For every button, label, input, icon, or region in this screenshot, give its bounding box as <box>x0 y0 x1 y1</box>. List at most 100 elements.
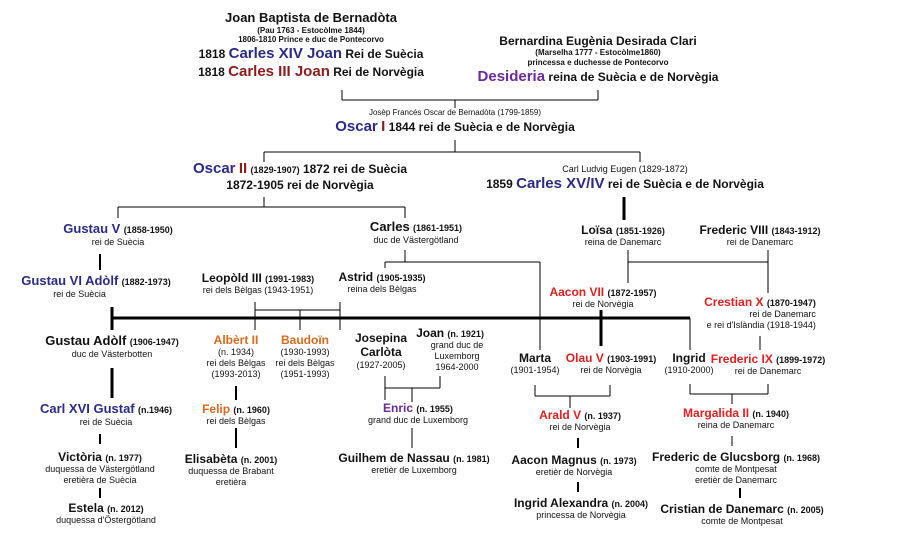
person-estela: Estela (n. 2012) duquessa d'Östergötland <box>56 501 156 526</box>
person-dates: (1843-1912) <box>771 226 821 236</box>
person-oscar-i: Josèp Francés Oscar de Bernadòta (1799-1… <box>335 108 575 136</box>
person-name: Ingrid <box>672 351 706 365</box>
regnal-name: Baudoïn <box>280 333 329 347</box>
regnal-name: Crestian X <box>704 295 764 309</box>
person-dates: (n. 1981) <box>453 454 490 464</box>
person-name: Carlòta <box>360 345 402 360</box>
person-aacon-magnus: Aacon Magnus (n. 1973) eretièr de Norvèg… <box>511 453 636 478</box>
person-name: Bernardina Eugènia Desirada Clari <box>499 34 697 48</box>
person-dates: (Marselha 1777 - Estocòlme1860) <box>535 48 661 58</box>
person-name: Aacon Magnus <box>511 453 597 467</box>
person-josepina-carlota: Josepina Carlòta (1927-2005) <box>355 331 407 371</box>
reign-title: rei dels Bèlgas (1943-1951) <box>202 285 314 296</box>
person-albert-ii: Albèrt II (n. 1934) rei dels Bèlgas (199… <box>206 333 265 380</box>
person-title: eretièr de Danemarc <box>694 475 778 486</box>
person-marta: Marta (1901-1954) <box>510 351 559 376</box>
person-dates: (n. 1977) <box>105 453 142 463</box>
person-name: Josepina <box>354 331 408 345</box>
person-loisa: Loïsa (1851-1926) reina de Danemarc <box>581 223 665 248</box>
person-felip: Felip (n. 1960) rei dels Bèlgas <box>202 402 270 427</box>
person-name: Victòria <box>58 450 102 464</box>
regnal-name: Desideria <box>477 67 546 85</box>
person-arald-v: Arald V (n. 1937) rei de Norvègia <box>539 408 621 433</box>
regnal-name: Oscar <box>192 160 236 177</box>
person-name: Guilhem de Nassau <box>338 451 450 465</box>
person-elisabeta: Elisabèta (n. 2001) duquessa de Brabant … <box>185 452 278 488</box>
person-name: Carles <box>369 219 410 234</box>
person-title: eretièra de Suècia <box>63 475 137 486</box>
year: 1818 <box>198 46 226 61</box>
person-dates: (1829-1907) <box>250 165 300 175</box>
person-dates: (1991-1983) <box>265 274 315 284</box>
reign-title: rei de Suècia <box>91 236 145 247</box>
reign-years: (1951-1993) <box>280 368 330 379</box>
reign-title: Luxemborg <box>434 351 480 362</box>
regnal-name: Frederic IX <box>710 352 773 366</box>
person-dates: (1910-2000) <box>664 365 714 376</box>
person-joan-baptista: Joan Baptista de Bernadòta (Pau 1763 - E… <box>198 10 424 81</box>
person-name: Frederic VIII <box>699 223 769 237</box>
person-carles: Carles (1861-1951) duc de Västergötland <box>370 219 462 245</box>
person-title: eretièr de Norvègia <box>535 467 613 478</box>
reign-title: rei dels Bèlgas <box>206 416 266 427</box>
person-name: Frederic de Glucsborg <box>652 450 781 464</box>
person-dates: (1870-1947) <box>766 298 816 308</box>
person-title: comte de Montpesat <box>701 516 783 527</box>
person-title: duc de Västerbotten <box>71 348 153 359</box>
reign-title: rei dels Bèlgas <box>206 358 266 369</box>
person-name: Gustau Adòlf <box>45 333 127 348</box>
person-frederic-ix: Frederic IX (1899-1972) rei de Danemarc <box>711 352 825 377</box>
person-oscar-ii: Oscar II (1829-1907) 1872 rei de Suècia … <box>193 160 407 192</box>
person-crestian-x: Crestian X (1870-1947) rei de Danemarc e… <box>704 295 816 331</box>
person-dates: (1851-1926) <box>615 226 665 236</box>
regnal-name: Felip <box>202 402 231 416</box>
reign-title: 1872 rei de Suècia <box>302 162 408 176</box>
reign-title: reina de Danemarc <box>697 420 775 431</box>
person-guilhem: Guilhem de Nassau (n. 1981) eretièr de L… <box>338 451 489 476</box>
person-dates: (1905-1935) <box>376 273 426 283</box>
person-ingrid: Ingrid (1910-2000) <box>664 351 713 376</box>
person-name: Estela <box>68 501 104 515</box>
reign-title: reina dels Bèlgas <box>347 284 417 295</box>
person-dates: (n. 2005) <box>787 505 824 515</box>
person-aacon-vii: Aacon VII (1872-1957) rei de Norvègia <box>549 285 656 310</box>
person-name: Loïsa <box>581 223 613 237</box>
reign-title: rei de Norvègia <box>549 422 611 433</box>
reign-title: rei de Suècia <box>53 288 106 299</box>
person-name: Marta <box>518 351 552 365</box>
person-dates: (n. 1937) <box>584 411 621 421</box>
person-dates: (n. 1960) <box>233 405 270 415</box>
reign-title: rei de Suècia e de Norvègia <box>607 176 764 191</box>
person-dates: (1899-1972) <box>776 355 826 365</box>
person-dates: (1906-1947) <box>129 337 179 347</box>
person-title: duquessa d'Östergötland <box>56 515 156 526</box>
reign-title: rei de Suècia <box>79 416 133 427</box>
reign-title: e rei d'Islàndia (1918-1944) <box>706 320 816 331</box>
person-dates: (1901-1954) <box>510 365 560 376</box>
regnal-name: Albèrt II <box>213 333 259 347</box>
person-frederic-viii: Frederic VIII (1843-1912) rei de Danemar… <box>699 223 820 248</box>
year: 1818 <box>198 64 225 79</box>
person-leopold-iii: Leopòld III (1991-1983) rei dels Bèlgas … <box>202 271 314 296</box>
person-gustau-vi: Gustau VI Adòlf (1882-1973) rei de Suèci… <box>21 273 170 299</box>
person-name: Ingrid Alexandra <box>513 496 609 510</box>
reign-title: rei de Danemarc <box>749 309 816 320</box>
regnal-number: I <box>381 117 386 135</box>
reign-title: rei de Norvègia <box>572 299 634 310</box>
reign-title: rei de Danemarc <box>734 366 802 377</box>
person-name: Joan Baptista de Bernadòta <box>225 10 397 25</box>
regnal-name: Margalida II <box>683 406 750 420</box>
regnal-name: Arald V <box>539 408 582 422</box>
person-dates: (1872-1957) <box>607 288 657 298</box>
person-astrid: Astrid (1905-1935) reina dels Bèlgas <box>338 270 425 295</box>
person-dates: (1882-1973) <box>121 277 171 287</box>
person-full-name: Josèp Francés Oscar de Bernadòta (1799-1… <box>368 108 542 117</box>
person-frederic-glucsborg: Frederic de Glucsborg (n. 1968) comte de… <box>652 450 820 486</box>
person-name: Joan <box>416 326 445 340</box>
reign-title: Rei de Norvègia <box>333 64 424 79</box>
regnal-name: Carles XV/IV <box>516 174 605 192</box>
regnal-number: II <box>238 160 248 177</box>
person-baudoin: Baudoïn (1930-1993) rei dels Bèlgas (195… <box>275 333 334 380</box>
person-dates: (n. 2001) <box>240 455 278 465</box>
